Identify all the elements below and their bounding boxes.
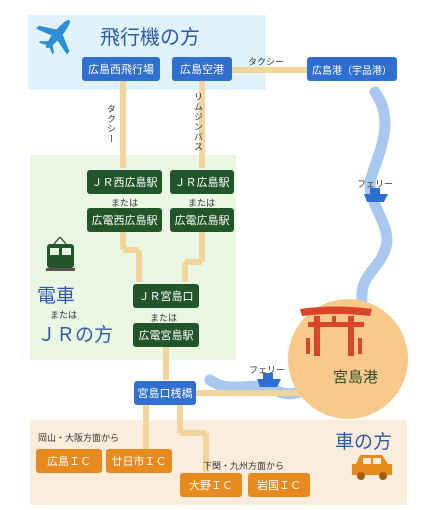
taxi-label-vertical: タクシー [105, 104, 115, 144]
limousine-bus-label: リムジンバス [192, 92, 202, 152]
airplane-icon [36, 19, 70, 55]
sea-strip-upper [356, 86, 393, 306]
node-hiroden-miyajimaguchi[interactable]: 広電宮島駅 [133, 323, 199, 347]
ferry-label-upper: フェリー [357, 180, 394, 190]
air-section-title: 飛行機の方 [100, 25, 200, 49]
tram-icon [46, 236, 75, 271]
rail-section-title: 電車 [37, 285, 76, 307]
from-okayama-osaka-label: 岡山・大阪方面から [38, 434, 120, 444]
ferry-label-lower: フェリー [249, 366, 286, 376]
node-hiroshima-nishi-airport[interactable]: 広島西飛行場 [82, 57, 160, 81]
route-connectors [120, 67, 312, 472]
node-jr-miyajimaguchi[interactable]: ＪＲ宮島口 [133, 284, 199, 308]
taxi-label-top: タクシー [248, 58, 285, 68]
node-ono-ic[interactable]: 大野ＩＣ [180, 473, 242, 497]
node-jr-hiroshima[interactable]: ＪＲ広島駅 [170, 170, 234, 194]
car-section-title: 車の方 [335, 431, 393, 453]
rail-section-or: または [50, 311, 78, 321]
or-label-2: または [188, 199, 216, 209]
node-ujina-port[interactable]: 広島港（宇品港） [307, 57, 397, 81]
ferry-icon [257, 373, 281, 387]
or-label-3: または [150, 314, 178, 324]
from-shimonoseki-kyushu-label: 下関・九州方面から [203, 462, 285, 472]
or-label-1: または [111, 199, 139, 209]
ferry-icon [364, 188, 388, 202]
torii-icon [300, 306, 372, 356]
rail-section-jr-title: ＪＲの方 [37, 324, 114, 346]
node-hiroden-nishihiroshima[interactable]: 広電西広島駅 [87, 208, 162, 232]
node-jr-nishihiroshima[interactable]: ＪＲ西広島駅 [87, 170, 162, 194]
car-icon [352, 455, 392, 480]
node-hiroshima-airport[interactable]: 広島空港 [172, 57, 232, 81]
miyajima-port-label[interactable]: 宮島港 [333, 368, 379, 386]
node-hiroden-hiroshima[interactable]: 広電広島駅 [170, 208, 234, 232]
node-iwakuni-ic[interactable]: 岩国ＩＣ [248, 473, 310, 497]
node-miyajimaguchi-pier[interactable]: 宮島口桟橋 [134, 381, 196, 405]
node-hiroshima-ic[interactable]: 広島ＩＣ [36, 449, 102, 473]
node-hatsukaichi-ic[interactable]: 廿日市ＩＣ [106, 449, 172, 473]
